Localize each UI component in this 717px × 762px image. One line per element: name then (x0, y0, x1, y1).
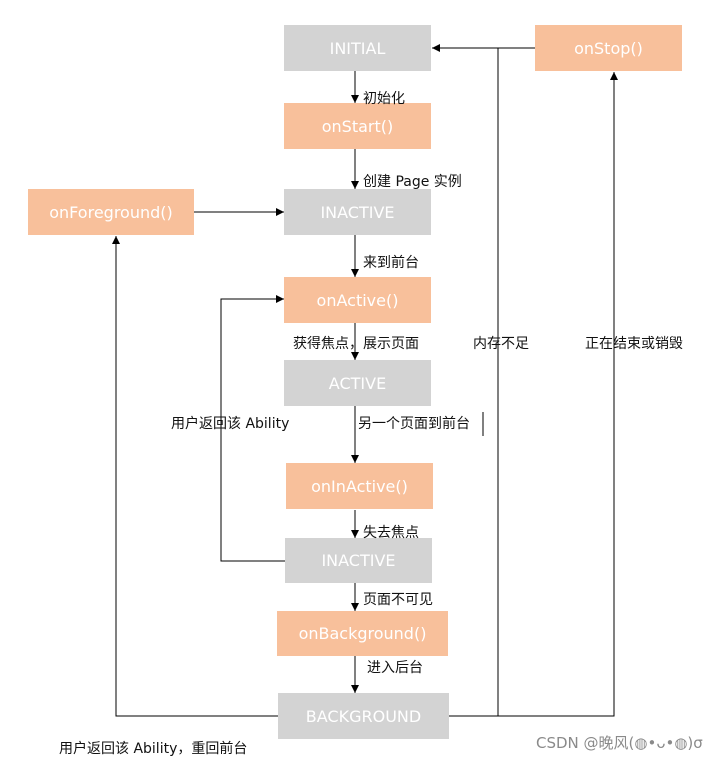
label-create-page-instance: 创建 Page 实例 (363, 174, 462, 190)
label-user-returns-ability: 用户返回该 Ability (171, 416, 290, 432)
node-background: BACKGROUND (278, 693, 449, 739)
label-page-invisible: 页面不可见 (363, 592, 433, 608)
label-ending-or-destroying: 正在结束或销毁 (585, 336, 683, 352)
node-oninactive: onInActive() (286, 463, 433, 509)
label-gain-focus-show-page: 获得焦点，展示页面 (293, 336, 419, 352)
label-enter-background: 进入后台 (367, 660, 423, 676)
node-onactive: onActive() (284, 277, 431, 323)
node-inactive-lower: INACTIVE (285, 538, 432, 583)
node-initial: INITIAL (284, 25, 431, 71)
label-another-page-foreground: 另一个页面到前台 (358, 416, 470, 432)
edge-background-to-initial (449, 48, 499, 717)
node-active: ACTIVE (284, 360, 431, 406)
label-out-of-memory: 内存不足 (473, 336, 529, 352)
label-initialize: 初始化 (363, 91, 405, 107)
edge-background-to-onforeground (112, 236, 278, 717)
node-onstop: onStop() (535, 25, 682, 71)
edge-inactive-back-to-onactive (220, 295, 285, 562)
label-user-returns-ability-foreground: 用户返回该 Ability，重回前台 (59, 741, 248, 757)
csdn-watermark: CSDN @晚风(◍•ᴗ•◍)σ (536, 734, 703, 752)
node-onstart: onStart() (284, 103, 431, 149)
edge-background-to-onstop (498, 72, 618, 717)
label-lose-focus: 失去焦点 (363, 525, 419, 541)
node-onforeground: onForeground() (28, 189, 194, 235)
node-onbackground: onBackground() (277, 611, 448, 656)
node-inactive-upper: INACTIVE (284, 189, 431, 235)
label-come-to-foreground: 来到前台 (363, 255, 419, 271)
